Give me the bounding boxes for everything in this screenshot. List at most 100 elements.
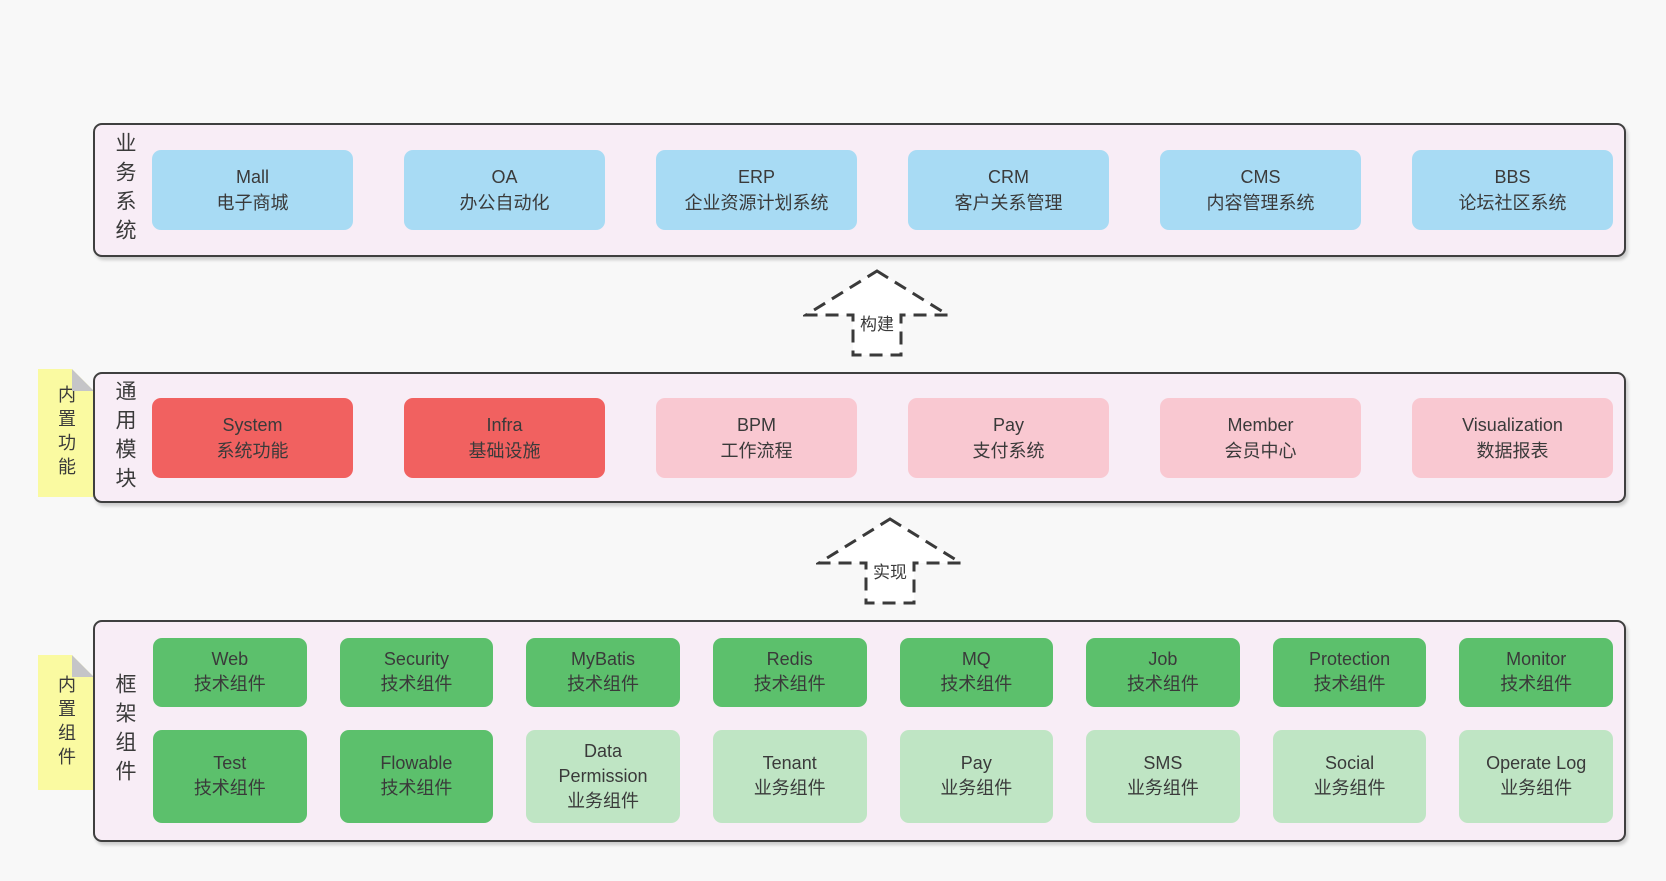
box-subtitle: 业务组件 bbox=[567, 790, 640, 811]
box-title: BBS bbox=[1494, 167, 1531, 187]
box-subtitle: 技术组件 bbox=[753, 674, 826, 695]
sticky-tag-built-in-components: 内置组件 bbox=[38, 655, 94, 790]
box-title: OA bbox=[491, 167, 518, 187]
box-sms: SMS 业务组件 bbox=[1086, 729, 1240, 823]
box-title: Infra bbox=[486, 414, 523, 435]
box-mybatis: MyBatis 技术组件 bbox=[526, 638, 680, 707]
box-title: SMS bbox=[1143, 753, 1183, 774]
box-mall: Mall 电子商城 bbox=[152, 150, 353, 230]
build-arrow: 构建 bbox=[803, 269, 951, 357]
box-crm: CRM 客户关系管理 bbox=[908, 150, 1109, 230]
box-title: MQ bbox=[961, 649, 991, 670]
box-data-permission: Data Permission 业务组件 bbox=[526, 729, 680, 823]
box-subtitle: 业务组件 bbox=[753, 778, 826, 799]
sticky-tag-built-in-features: 内置功能 bbox=[38, 369, 94, 497]
box-oa: OA 办公自动化 bbox=[404, 150, 605, 230]
sticky-tag-text: 内置组件 bbox=[56, 674, 76, 771]
box-bpm: BPM 工作流程 bbox=[656, 397, 857, 478]
box-title: Member bbox=[1227, 414, 1294, 435]
box-system: System 系统功能 bbox=[152, 397, 353, 478]
box-title: Monitor bbox=[1506, 649, 1567, 670]
box-subtitle: 技术组件 bbox=[380, 674, 453, 695]
box-title: Redis bbox=[766, 649, 813, 670]
box-subtitle: 技术组件 bbox=[193, 778, 266, 799]
implement-arrow-label: 实现 bbox=[873, 563, 907, 582]
box-mq: MQ 技术组件 bbox=[899, 638, 1054, 707]
box-subtitle: 基础设施 bbox=[468, 440, 541, 461]
box-title: Security bbox=[383, 649, 449, 670]
box-title: Mall bbox=[235, 167, 269, 187]
box-subtitle: 企业资源计划系统 bbox=[684, 193, 829, 213]
implement-arrow: 实现 bbox=[816, 517, 964, 605]
up-arrow-shape bbox=[803, 269, 951, 357]
box-subtitle: 办公自动化 bbox=[459, 193, 550, 213]
box-subtitle: 业务组件 bbox=[1313, 778, 1386, 799]
box-title: Protection bbox=[1309, 649, 1391, 670]
box-title: System bbox=[222, 414, 283, 435]
box-subtitle: 技术组件 bbox=[193, 674, 266, 695]
layer-label-business-systems: 业务系统 bbox=[113, 132, 136, 248]
box-title: Tenant bbox=[762, 753, 817, 774]
sticky-tag-text: 内置功能 bbox=[56, 385, 76, 481]
folded-corner-icon bbox=[72, 369, 94, 391]
box-erp: ERP 企业资源计划系统 bbox=[656, 150, 857, 230]
box-subtitle: 业务组件 bbox=[940, 778, 1013, 799]
box-subtitle: 电子商城 bbox=[216, 193, 289, 213]
box-security: Security 技术组件 bbox=[339, 638, 494, 707]
box-test: Test 技术组件 bbox=[153, 729, 307, 823]
box-subtitle: 技术组件 bbox=[1126, 674, 1199, 695]
layer-label-common-modules: 通用模块 bbox=[113, 379, 136, 496]
box-subtitle: 技术组件 bbox=[567, 674, 640, 695]
box-job: Job 技术组件 bbox=[1086, 638, 1240, 707]
box-title: Flowable bbox=[380, 753, 453, 774]
box-title: Test bbox=[213, 753, 247, 774]
box-subtitle: 技术组件 bbox=[1313, 674, 1386, 695]
box-title: MyBatis bbox=[571, 649, 636, 670]
folded-corner-icon bbox=[72, 655, 94, 677]
box-subtitle: 客户关系管理 bbox=[954, 193, 1063, 213]
box-title: Job bbox=[1148, 649, 1178, 670]
box-title: BPM bbox=[736, 414, 776, 435]
layer-label-framework-components: 框架组件 bbox=[113, 673, 136, 789]
box-subtitle: 业务组件 bbox=[1126, 778, 1199, 799]
box-subtitle: 支付系统 bbox=[972, 440, 1045, 461]
box-redis: Redis 技术组件 bbox=[712, 638, 867, 707]
box-title: CMS bbox=[1240, 167, 1281, 187]
box-subtitle: 工作流程 bbox=[720, 440, 793, 461]
box-subtitle: 技术组件 bbox=[940, 674, 1013, 695]
up-arrow-shape bbox=[816, 517, 964, 605]
box-social: Social 业务组件 bbox=[1272, 729, 1427, 823]
box-title: Pay bbox=[960, 753, 992, 774]
layer-business-systems: 业务系统 Mall 电子商城 OA 办公自动化 ERP 企业资源计划系统 CRM 客户关系管理… bbox=[93, 123, 1626, 257]
box-subtitle: 技术组件 bbox=[380, 778, 453, 799]
box-subtitle: 技术组件 bbox=[1500, 674, 1573, 695]
box-monitor: Monitor 技术组件 bbox=[1459, 638, 1613, 707]
box-title: Visualization bbox=[1462, 414, 1563, 435]
box-tenant: Tenant 业务组件 bbox=[712, 729, 867, 823]
box-title: Data Permission bbox=[558, 740, 648, 786]
box-flowable: Flowable 技术组件 bbox=[339, 729, 494, 823]
box-title: Operate Log bbox=[1486, 753, 1587, 774]
box-title: ERP bbox=[737, 167, 775, 187]
box-title: CRM bbox=[988, 167, 1029, 187]
box-member: Member 会员中心 bbox=[1160, 397, 1361, 478]
box-infra: Infra 基础设施 bbox=[404, 397, 605, 478]
box-subtitle: 系统功能 bbox=[216, 440, 289, 461]
box-subtitle: 会员中心 bbox=[1224, 440, 1297, 461]
box-protection: Protection 技术组件 bbox=[1272, 638, 1427, 707]
box-title: Web bbox=[211, 649, 249, 670]
box-web: Web 技术组件 bbox=[153, 638, 307, 707]
build-arrow-label: 构建 bbox=[860, 315, 894, 334]
box-pay: Pay 业务组件 bbox=[899, 729, 1054, 823]
box-title: Social bbox=[1325, 753, 1375, 774]
